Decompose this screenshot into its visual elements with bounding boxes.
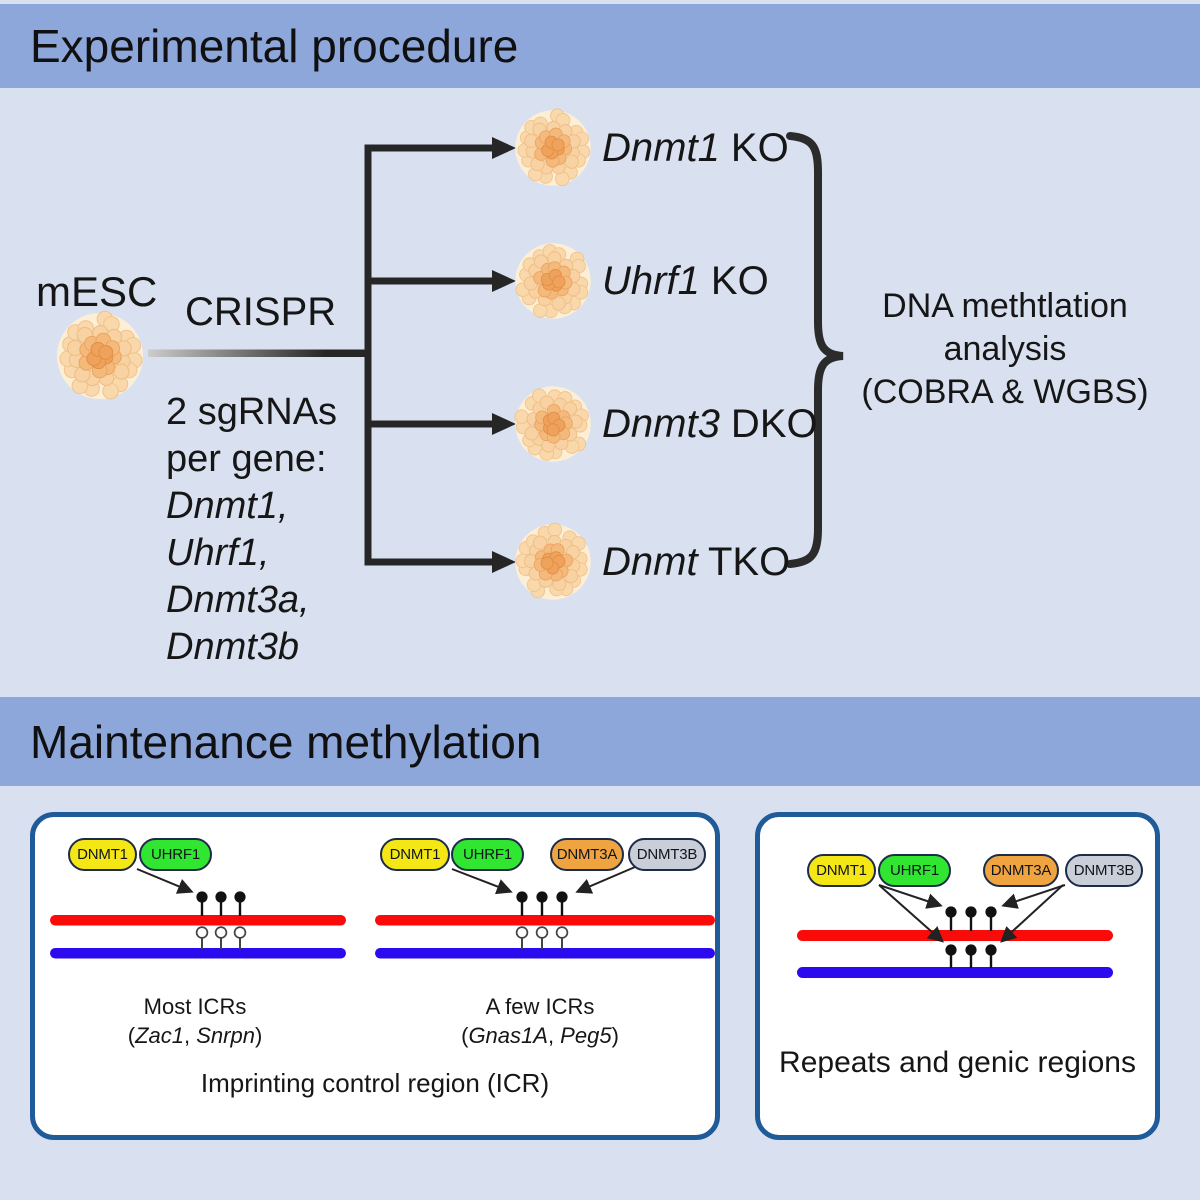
branch-lines: [364, 144, 492, 566]
pill-dnmt1: DNMT1: [68, 838, 137, 871]
branch-label-dnmt3-dko: Dnmt3 DKO: [602, 397, 818, 451]
sgrna-gene-dnmt1: Dnmt1,: [166, 485, 289, 527]
ko-type: KO: [719, 126, 789, 170]
analysis-label: DNA methtlation analysis (COBRA & WGBS): [833, 285, 1177, 414]
pill-dnmt1: DNMT1: [380, 838, 450, 871]
uhrf1-ko-cell-icon: [499, 226, 608, 335]
icr-box: DNMT1 UHRF1 DNMT1 UHRF1 DNMT3A DNMT3B Mo…: [30, 812, 720, 1140]
gene-name: Uhrf1: [602, 259, 700, 303]
pill-dnmt3a: DNMT3A: [983, 854, 1059, 887]
icr-box-graphics: [50, 866, 715, 959]
methylated-cpg-stems: [200, 901, 242, 916]
crispr-gradient-line: [148, 349, 370, 357]
pill-dnmt3b: DNMT3B: [1065, 854, 1143, 887]
unmethylated-cpg-icon: [195, 926, 247, 939]
paren: (: [127, 1023, 136, 1048]
pill-uhrf1: UHRF1: [878, 854, 951, 887]
caption-most-icrs: Most ICRs (Zac1, Snrpn): [70, 992, 320, 1050]
gene-name: Gnas1A: [468, 1023, 548, 1048]
icr-box-footer: Imprinting control region (ICR): [200, 1068, 550, 1098]
repeats-box: DNMT1 UHRF1 DNMT3A DNMT3B Repeats and ge…: [755, 812, 1160, 1140]
sgrna-note: 2 sgRNAs per gene: Dnmt1, Uhrf1, Dnmt3a,…: [166, 389, 337, 671]
section-header-maintenance-label: Maintenance methylation: [30, 715, 542, 768]
sgrna-note-line: per gene:: [166, 438, 327, 480]
crispr-label: CRISPR: [185, 290, 337, 334]
pill-uhrf1: UHRF1: [451, 838, 524, 871]
paren: (: [461, 1023, 469, 1048]
dnmt-tko-cell-icon: [503, 513, 602, 613]
ko-type: DKO: [719, 402, 818, 446]
methylated-cpg-icon: [516, 891, 568, 903]
caption-few-icrs-genes: (Gnas1A, Peg5): [415, 1021, 665, 1050]
dna-strand-blue: [50, 948, 346, 959]
caption-most-icrs-genes: (Zac1, Snrpn): [70, 1021, 320, 1050]
analysis-line-2: analysis: [943, 330, 1067, 368]
pill-dnmt3b: DNMT3B: [628, 838, 706, 871]
caption-few-icrs-title: A few ICRs: [485, 994, 595, 1019]
repeats-box-caption: Repeats and genic regions: [779, 1046, 1136, 1079]
arrowhead-icon: [492, 413, 516, 435]
methylated-cpg-icon: [196, 891, 246, 903]
gene-name: Dnmt: [602, 540, 698, 584]
branch-label-dnmt-tko: Dnmt TKO: [602, 535, 790, 589]
dna-strand-red: [375, 915, 715, 926]
dna-strand-red: [797, 930, 1113, 941]
curly-brace-icon: [786, 132, 844, 568]
mesc-cell-icon: [56, 310, 144, 400]
gene-name: Snrpn: [196, 1023, 255, 1048]
arrowhead-icon: [492, 551, 516, 573]
gene-name: Peg5: [560, 1023, 612, 1048]
experimental-diagram-graphics: [56, 108, 844, 613]
pill-dnmt3a: DNMT3A: [550, 838, 624, 871]
dnmt1-ko-cell-icon: [514, 108, 592, 187]
section-header-maintenance: Maintenance methylation: [0, 697, 1200, 786]
arrowhead-icon: [492, 137, 516, 159]
dna-strand-red: [50, 915, 346, 926]
separator: ,: [547, 1023, 561, 1048]
dna-strand-blue: [797, 967, 1113, 978]
analysis-line-1: DNA methtlation: [882, 287, 1128, 325]
dnmt3-dko-cell-icon: [501, 372, 607, 477]
repeats-box-graphics: [797, 884, 1113, 978]
sgrna-gene-uhrf1: Uhrf1,: [166, 532, 270, 574]
methylated-cpg-stems: [949, 954, 993, 968]
paren: ): [254, 1023, 263, 1048]
branch-label-dnmt1-ko: Dnmt1 KO: [602, 121, 789, 175]
unmethylated-cpg-icon: [515, 926, 569, 939]
gene-name: Zac1: [135, 1023, 184, 1048]
ko-type: TKO: [697, 540, 791, 584]
branch-label-uhrf1-ko: Uhrf1 KO: [602, 254, 769, 308]
unmethylated-cpg-stems: [521, 938, 563, 949]
pill-dnmt1: DNMT1: [807, 854, 876, 887]
methylated-cpg-icon: [945, 906, 997, 918]
unmethylated-cpg-stems: [201, 938, 241, 949]
gene-name: Dnmt1: [602, 126, 720, 170]
gene-name: Dnmt3: [602, 402, 720, 446]
methylated-cpg-icon: [945, 944, 997, 956]
separator: ,: [183, 1023, 197, 1048]
dna-strand-blue: [375, 948, 715, 959]
enzyme-arrow: [878, 884, 1066, 943]
enzyme-arrow: [136, 866, 636, 895]
paren: ): [611, 1023, 619, 1048]
methylated-cpg-stems: [949, 916, 993, 931]
sgrna-gene-dnmt3a: Dnmt3a,: [166, 579, 310, 621]
section-header-experimental: Experimental procedure: [0, 4, 1200, 88]
analysis-line-3: (COBRA & WGBS): [861, 373, 1149, 411]
section-header-experimental-label: Experimental procedure: [30, 20, 519, 72]
caption-few-icrs: A few ICRs (Gnas1A, Peg5): [415, 992, 665, 1050]
pill-uhrf1: UHRF1: [139, 838, 212, 871]
mesc-label: mESC: [36, 268, 158, 315]
sgrna-gene-dnmt3b: Dnmt3b: [166, 626, 300, 668]
methylated-cpg-stems: [520, 901, 564, 916]
caption-most-icrs-title: Most ICRs: [143, 994, 247, 1019]
ko-type: KO: [699, 259, 769, 303]
arrowhead-icon: [492, 270, 516, 292]
sgrna-note-line: 2 sgRNAs: [166, 391, 338, 433]
